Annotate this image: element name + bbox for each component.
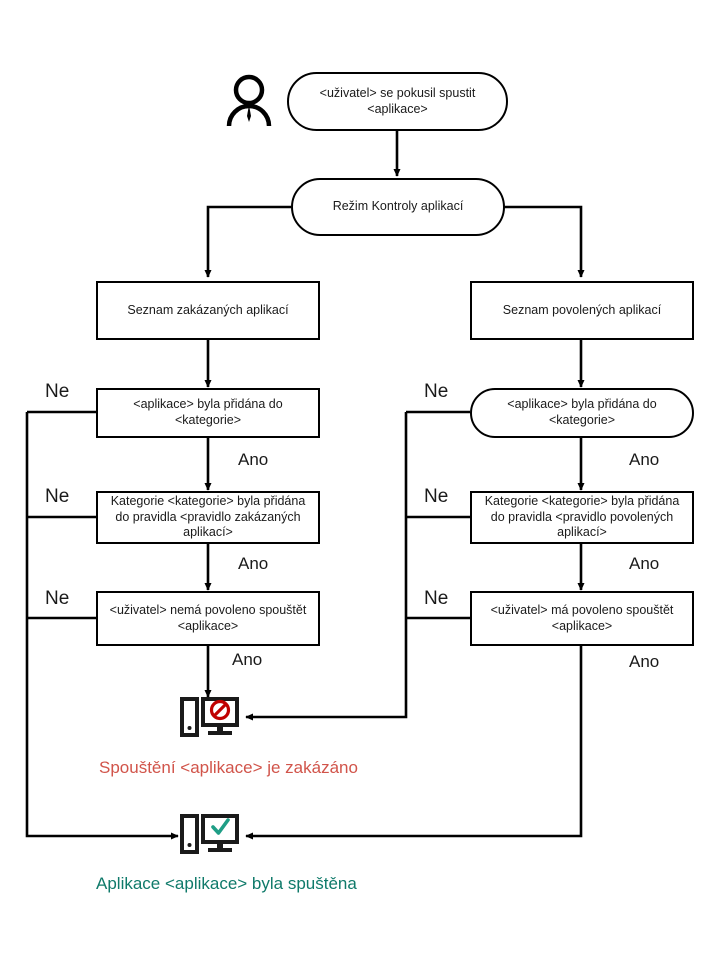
edge-label-left-yes-2: Ano <box>238 554 269 573</box>
user-icon <box>226 74 272 127</box>
edge-mode-to-denylist <box>204 205 291 278</box>
edge-mode-to-allowlist <box>504 205 585 278</box>
edge-label-left-no-1: Ne <box>45 381 70 402</box>
left-rail <box>25 412 179 840</box>
edge-label-right-no-2: Ne <box>424 486 449 507</box>
node-allow-category-label: <aplikace> byla přidána do <kategorie> <box>507 397 657 427</box>
edge-label-right-yes-1: Ano <box>629 450 660 469</box>
node-allowlist-label: Seznam povolených aplikací <box>502 302 662 317</box>
computer-blocked-icon <box>180 695 240 743</box>
edge-allow-user-yes <box>245 646 583 840</box>
right-rail <box>245 412 408 721</box>
node-start-label: <uživatel> se pokusil spustit <aplikace> <box>319 85 476 116</box>
edge-label-left-no-2: Ne <box>45 486 70 507</box>
edge-label-right-yes-3: Ano <box>629 652 660 671</box>
node-deny-user[interactable]: <uživatel> nemá povoleno spouštět <aplik… <box>96 591 320 646</box>
edge-label-left-yes-1: Ano <box>238 450 269 469</box>
node-deny-user-label: <uživatel> nemá povoleno spouštět <aplik… <box>109 602 307 633</box>
edge-label-right-no-3: Ne <box>424 588 449 609</box>
node-deny-category[interactable]: <aplikace> byla přidána do <kategorie> <box>96 388 320 438</box>
computer-allowed-icon <box>180 812 240 860</box>
node-allow-category[interactable]: <aplikace> byla přidána do <kategorie> <box>470 388 694 438</box>
node-start[interactable]: <uživatel> se pokusil spustit <aplikace> <box>287 72 508 131</box>
caption-blocked: Spouštění <aplikace> je zakázáno <box>99 758 358 777</box>
caption-allowed: Aplikace <aplikace> byla spuštěna <box>96 874 357 893</box>
node-allow-user-label: <uživatel> má povoleno spouštět <aplikac… <box>490 602 674 633</box>
edge-label-right-no-1: Ne <box>424 381 449 402</box>
node-deny-rule[interactable]: Kategorie <kategorie> byla přidána do pr… <box>96 491 320 544</box>
edge-label-left-no-3: Ne <box>45 588 70 609</box>
node-deny-category-label: <aplikace> byla přidána do <kategorie> <box>133 397 283 427</box>
node-denylist-label: Seznam zakázaných aplikací <box>127 302 289 317</box>
node-allow-rule[interactable]: Kategorie <kategorie> byla přidána do pr… <box>470 491 694 544</box>
node-allow-rule-label: Kategorie <kategorie> byla přidána do pr… <box>484 494 680 540</box>
node-deny-rule-label: Kategorie <kategorie> byla přidána do pr… <box>110 494 306 540</box>
node-allow-user[interactable]: <uživatel> má povoleno spouštět <aplikac… <box>470 591 694 646</box>
edge-label-right-yes-2: Ano <box>629 554 660 573</box>
user-actor <box>222 72 276 128</box>
node-mode-label: Režim Kontroly aplikací <box>332 199 464 214</box>
node-mode[interactable]: Režim Kontroly aplikací <box>291 178 505 236</box>
node-allowlist[interactable]: Seznam povolených aplikací <box>470 281 694 340</box>
edge-label-left-yes-3: Ano <box>232 650 263 669</box>
node-denylist[interactable]: Seznam zakázaných aplikací <box>96 281 320 340</box>
